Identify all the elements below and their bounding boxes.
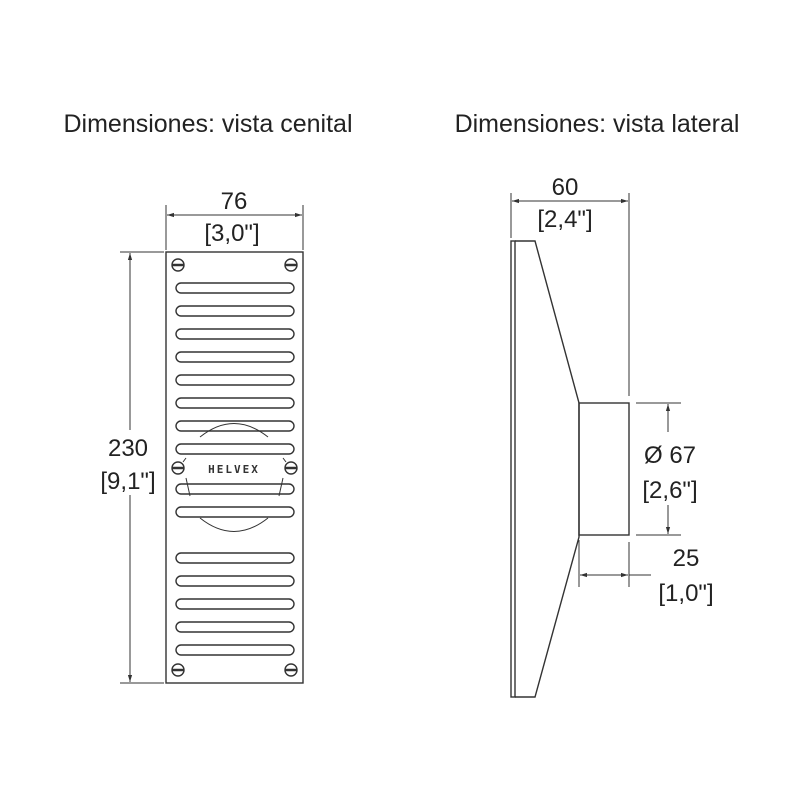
screw-icon: [171, 461, 185, 475]
depth-in-label: [2,4"]: [537, 206, 592, 233]
height-in-label: [9,1"]: [100, 468, 155, 495]
speaker-arc-top: [199, 423, 269, 438]
speaker-arc-bottom: [199, 517, 269, 532]
grille-slot: [175, 420, 295, 432]
screw-icon: [284, 663, 298, 677]
grille-slot: [175, 374, 295, 386]
faceplate-edge: [510, 240, 516, 698]
speaker-neck: [578, 402, 630, 536]
grille-slot: [175, 397, 295, 409]
grille-slot: [175, 351, 295, 363]
screw-icon: [284, 258, 298, 272]
width-in-label: [3,0"]: [204, 220, 259, 247]
screws: [171, 258, 298, 677]
grille-slot: [175, 575, 295, 587]
grille-slot: [175, 282, 295, 294]
side-view-title: Dimensiones: vista lateral: [455, 110, 740, 138]
side-view: 60 [2,4"] Ø 67 [2,6"] 25 [1,0"]: [510, 174, 714, 698]
screw-icon: [284, 461, 298, 475]
grille-slot: [175, 328, 295, 340]
speaker-arc-side-lower: [185, 477, 284, 497]
grille-slot: [175, 552, 295, 564]
grille-slot: [175, 305, 295, 317]
top-view-title: Dimensiones: vista cenital: [63, 110, 352, 138]
helvex-logo: HELVEX: [208, 463, 260, 476]
grille-slots: [175, 282, 295, 656]
diameter-in-label: [2,6"]: [642, 477, 697, 504]
grille-slot: [175, 598, 295, 610]
depth-mm-label: 60: [552, 174, 579, 201]
grille-slot: [175, 443, 295, 455]
neck-mm-label: 25: [673, 545, 700, 572]
speaker-arc-side: [182, 457, 287, 463]
grille-slot: [175, 506, 295, 518]
width-mm-label: 76: [221, 188, 248, 215]
grille-slot: [175, 621, 295, 633]
height-mm-label: 230: [108, 435, 148, 462]
top-view: HELVEX 76 [3,0"] 230 [9,1"]: [100, 188, 304, 684]
neck-in-label: [1,0"]: [658, 580, 713, 607]
grille-slot: [175, 644, 295, 656]
housing-profile: [515, 240, 580, 698]
screw-icon: [171, 258, 185, 272]
grille-slot: [175, 483, 295, 495]
screw-icon: [171, 663, 185, 677]
diameter-mm-label: Ø 67: [644, 442, 696, 469]
grille-plate: [165, 251, 304, 684]
